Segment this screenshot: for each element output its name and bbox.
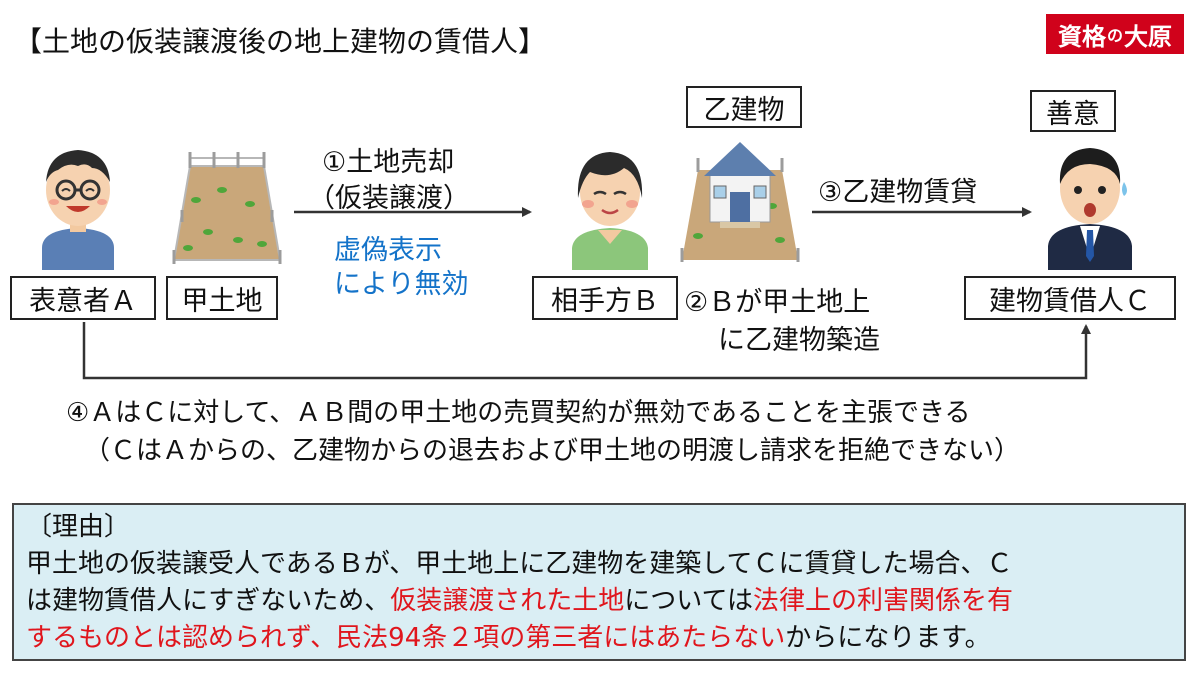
person-c-illustration: [1048, 148, 1132, 270]
logo-text-3: 大原: [1124, 22, 1172, 51]
reason-text-1: 甲土地の仮装譲受人であるＢが、甲土地上に乙建物を建築してＣに賃貸した場合、Ｃ: [26, 549, 1013, 579]
reason-highlight-1: 仮装譲渡された土地: [390, 586, 625, 616]
land-label: 甲土地: [166, 276, 278, 320]
land-field-illustration: [172, 152, 282, 264]
conclusion-line1: ④ＡはＣに対して、ＡＢ間の甲土地の売買契約が無効であることを主張できる: [66, 398, 971, 428]
person-a-illustration: [42, 150, 114, 270]
person-b-illustration: [572, 152, 648, 270]
step2-line1: ②Ｂが甲土地上: [684, 287, 871, 318]
brand-logo: 資格 の 大原: [1046, 14, 1184, 54]
reason-highlight-3: するものとは認められず、民法94条２項の第三者にはあたらない: [26, 623, 786, 653]
arrow3-label: ③乙建物賃貸: [818, 177, 978, 208]
step2-line2: に乙建物築造: [718, 325, 880, 356]
person-c-label: 建物賃借人Ｃ: [964, 276, 1176, 320]
arrow-claim: [82, 322, 1091, 380]
reason-line1: 甲土地の仮装譲受人であるＢが、甲土地上に乙建物を建築してＣに賃貸した場合、Ｃ: [26, 546, 1172, 583]
reason-text-2c: については: [624, 586, 753, 616]
logo-text-1: 資格: [1057, 22, 1106, 51]
invalid-note-line1: 虚偽表示: [334, 235, 442, 266]
reason-text-3b: からになります。: [785, 623, 991, 653]
reason-line2: は建物賃借人にすぎないため、仮装譲渡された土地については法律上の利害関係を有: [26, 583, 1172, 620]
arrow1-label-line1: ①土地売却: [322, 147, 455, 178]
conclusion-line2: （ＣはＡからの、乙建物からの退去および甲土地の明渡し請求を拒絶できない）: [84, 436, 1021, 466]
reason-highlight-2: 法律上の利害関係を有: [752, 586, 1013, 616]
person-b-label: 相手方Ｂ: [532, 276, 678, 320]
building-tag: 乙建物: [686, 86, 802, 128]
invalid-note-line2: により無効: [334, 269, 469, 300]
logo-text-2: の: [1106, 26, 1123, 45]
person-a-label: 表意者Ａ: [10, 276, 156, 320]
good-faith-tag: 善意: [1030, 90, 1116, 132]
diagram-title: 【土地の仮装譲渡後の地上建物の賃借人】: [14, 25, 547, 58]
reason-heading: 〔理由〕: [26, 512, 131, 542]
reason-box: 〔理由〕 甲土地の仮装譲受人であるＢが、甲土地上に乙建物を建築してＣに賃貸した場…: [12, 503, 1186, 661]
arrow1-label-line2: （仮装譲渡）: [308, 183, 470, 214]
house-illustration: [680, 142, 800, 262]
reason-text-2a: は建物賃借人にすぎないため、: [26, 586, 391, 616]
reason-line3: するものとは認められず、民法94条２項の第三者にはあたらないからになります。: [26, 620, 1172, 657]
